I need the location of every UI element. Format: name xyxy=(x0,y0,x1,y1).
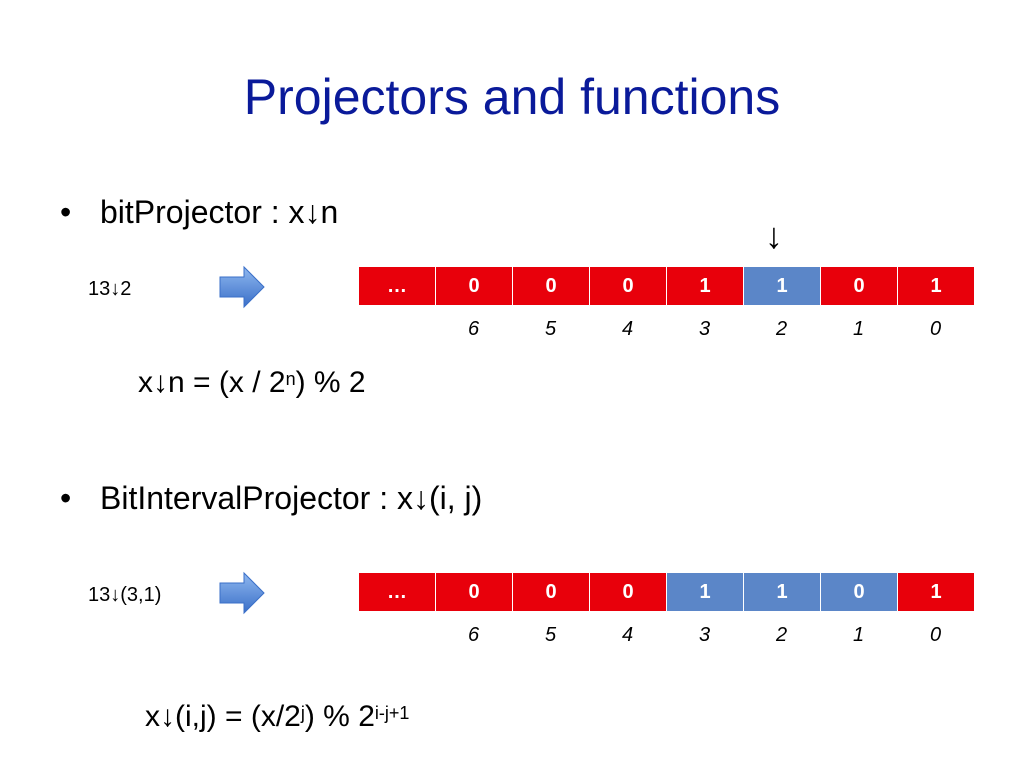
bit-cell: 1 xyxy=(744,573,820,611)
bit-index-label: 1 xyxy=(853,318,865,340)
formula-1-main: x↓n = (x / 2 xyxy=(138,366,286,399)
bit-cell: 1 xyxy=(667,573,743,611)
right-arrow-icon xyxy=(219,571,265,615)
bit-cell: 0 xyxy=(513,267,589,305)
bitprojector-notation: : x↓n xyxy=(270,194,339,230)
example-13-2: 13↓2 xyxy=(88,278,132,300)
bit-index-label: 4 xyxy=(622,624,634,646)
formula-2-sup2: i-j+1 xyxy=(374,703,410,723)
bit-cell: 0 xyxy=(590,267,666,305)
bit-cell: 0 xyxy=(513,573,589,611)
bit-cell: 1 xyxy=(898,267,974,305)
bit-cell: 0 xyxy=(821,573,897,611)
bit-index-label: 2 xyxy=(776,624,788,646)
bit-cell: … xyxy=(359,573,435,611)
bit-index-label: 6 xyxy=(468,318,480,340)
bit-index-label: 6 xyxy=(468,624,480,646)
formula-1-sup: n xyxy=(285,369,296,389)
down-arrow-pointer-icon: ↓ xyxy=(765,215,783,256)
slide-title: Projectors and functions xyxy=(243,69,781,125)
bullet-dot: • xyxy=(60,194,72,230)
formula-bitprojector: x↓n = (x / 2n) % 2 xyxy=(138,363,366,403)
bullet-bitprojector: • bitProjector : x↓n xyxy=(60,192,338,232)
bit-index-label: 4 xyxy=(622,318,634,340)
bit-cell: 1 xyxy=(667,267,743,305)
formula-1-tail: ) % 2 xyxy=(295,366,366,399)
bitintervalprojector-notation: x↓(i, j) xyxy=(397,480,483,516)
bit-index-label: 5 xyxy=(545,318,557,340)
bit-index-label: 3 xyxy=(699,318,711,340)
bit-index-label: 1 xyxy=(853,624,865,646)
formula-bitintervalprojector: x↓(i,j) = (x/2j) % 2i-j+1 xyxy=(145,697,409,737)
formula-2-sup: j xyxy=(300,703,305,723)
bit-cell: 0 xyxy=(590,573,666,611)
bit-index-label: 5 xyxy=(545,624,557,646)
bit-index-label: 2 xyxy=(776,318,788,340)
bit-cell: 1 xyxy=(744,267,820,305)
bit-cell: 1 xyxy=(898,573,974,611)
right-arrow-icon xyxy=(219,265,265,309)
bitintervalprojector-label: BitIntervalProjector : xyxy=(100,480,389,516)
bit-index-label: 0 xyxy=(930,318,942,340)
bit-cell: 0 xyxy=(436,573,512,611)
bullet-bitintervalprojector: • BitIntervalProjector : x↓(i, j) xyxy=(60,478,482,518)
bit-index-label: 3 xyxy=(699,624,711,646)
bit-cell: … xyxy=(359,267,435,305)
bullet-dot: • xyxy=(60,480,72,516)
bitprojector-label: bitProjector xyxy=(100,194,262,230)
example-13-3-1: 13↓(3,1) xyxy=(88,584,162,606)
bit-cell: 0 xyxy=(821,267,897,305)
formula-2-mid: ) % 2 xyxy=(304,700,375,733)
bit-cell: 0 xyxy=(436,267,512,305)
bit-index-label: 0 xyxy=(930,624,942,646)
formula-2-main: x↓(i,j) = (x/2 xyxy=(145,700,301,733)
